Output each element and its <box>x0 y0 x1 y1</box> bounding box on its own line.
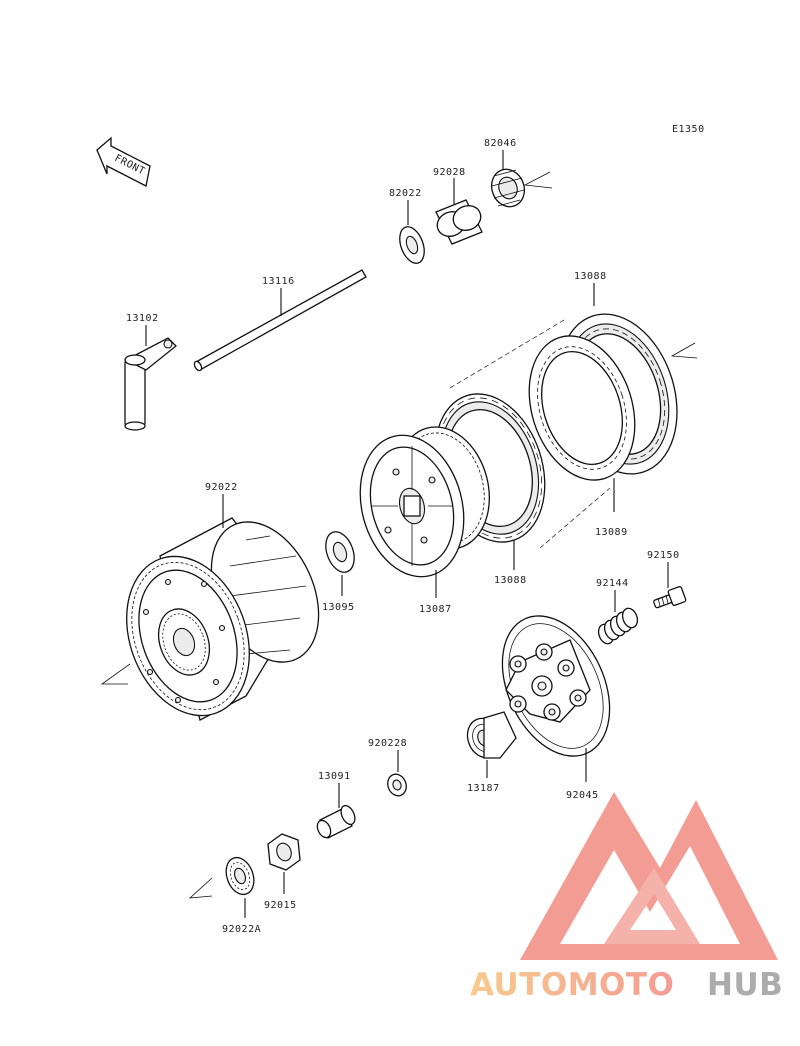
ball-bearing-92045 <box>466 711 517 759</box>
sleeve-92028 <box>435 199 483 245</box>
part-number-13091: 13091 <box>318 771 351 782</box>
part-number-13102: 13102 <box>126 313 159 324</box>
steel-plate-13089 <box>528 335 636 481</box>
bolt-92150 <box>653 586 687 609</box>
arrow-top-right-icon <box>523 171 553 189</box>
part-number-92150: 92150 <box>647 550 680 561</box>
watermark-brand-automoto: AUTOMOTO <box>470 967 674 1003</box>
part-number-13116: 13116 <box>262 276 295 287</box>
part-number-92022: 13095 <box>322 602 355 613</box>
part-number-13089: 13089 <box>595 527 628 538</box>
arrow-bottom-left-icon <box>188 877 213 899</box>
watermark-brand-hub: HUB <box>707 967 783 1003</box>
needle-bearing-82046 <box>490 168 526 208</box>
part-number-92144: 92144 <box>596 578 629 589</box>
nut-92015 <box>267 833 301 871</box>
part-number-92028: 92028 <box>433 167 466 178</box>
part-number-13187: 92045 <box>566 790 599 801</box>
washer-920228 <box>387 773 407 797</box>
washer-92022A <box>225 856 255 896</box>
washer-82022 <box>399 226 425 264</box>
part-number-13087: 13087 <box>419 604 452 615</box>
part-number-13095: 92022 <box>205 482 238 493</box>
clutch-housing-13095 <box>126 517 320 721</box>
part-number-13088-bottom: 13088 <box>494 575 527 586</box>
spring-92144 <box>597 607 639 645</box>
watermark-logo: AUTOMOTO HUB <box>470 792 783 1003</box>
direction-arrows <box>100 171 698 899</box>
part-number-92045: 13187 <box>467 783 500 794</box>
part-number-82022: 82022 <box>389 188 422 199</box>
part-number-92015: 92015 <box>264 900 297 911</box>
arrow-left-icon <box>100 663 131 685</box>
lever-shaft-13102 <box>124 337 177 431</box>
collar-13091 <box>316 804 356 839</box>
part-number-92022A: 92022A <box>222 924 261 935</box>
pressure-plate-13187 <box>501 615 611 757</box>
part-number-13088-top: 13088 <box>574 271 607 282</box>
clutch-hub-13087 <box>359 426 490 578</box>
front-arrow-icon: FRONT <box>96 136 151 187</box>
washer-92022 <box>325 531 355 573</box>
part-number-82046: 82046 <box>484 138 517 149</box>
push-rod-13116 <box>193 269 367 372</box>
part-number-920228: 920228 <box>368 738 407 749</box>
diagram-code: E1350 <box>672 124 705 135</box>
arrow-right-icon <box>670 342 698 359</box>
assembly-guides <box>449 319 611 549</box>
